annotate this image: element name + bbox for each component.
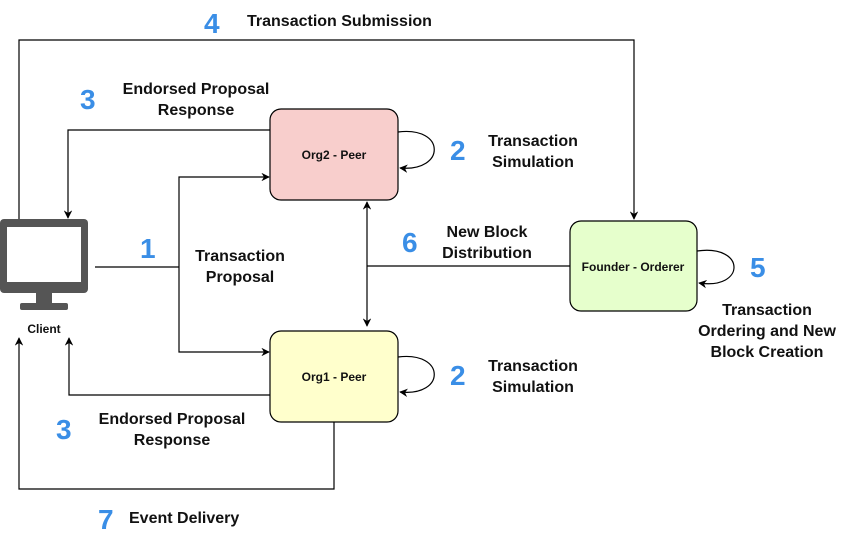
loop-orderer-ordering <box>696 249 735 289</box>
step-4-label: Transaction Submission <box>247 13 432 30</box>
step-3-top-label-line1: Endorsed Proposal <box>123 81 270 98</box>
monitor-screen <box>7 227 81 282</box>
orderer-label: Founder - Orderer <box>582 260 685 274</box>
step-1-label-line2: Proposal <box>206 269 274 286</box>
step-3-bottom-number: 3 <box>56 414 72 445</box>
step-3-bottom-label-line1: Endorsed Proposal <box>99 411 246 428</box>
monitor-icon <box>0 219 88 310</box>
step-6-label-line2: Distribution <box>442 245 532 262</box>
edge-endorsed-response-org1 <box>64 337 270 396</box>
monitor-neck <box>36 293 52 303</box>
org1-peer-box <box>269 330 399 423</box>
step-2-org1-label-line1: Transaction <box>488 358 578 375</box>
monitor-stand <box>20 303 68 310</box>
step-2-org1-label-line2: Simulation <box>492 379 574 396</box>
org2-peer-node[interactable]: Org2 - Peer <box>269 108 399 201</box>
edge-proposal-to-org2 <box>178 172 270 267</box>
orderer-node[interactable]: Founder - Orderer <box>569 220 698 312</box>
edge-event-delivery <box>14 337 335 490</box>
org2-peer-label: Org2 - Peer <box>302 148 367 162</box>
step-2-org1-number: 2 <box>450 360 466 391</box>
org1-peer-label: Org1 - Peer <box>302 370 367 384</box>
step-3-top-number: 3 <box>80 84 96 115</box>
step-7-number: 7 <box>98 504 114 535</box>
orderer-box <box>569 220 698 312</box>
step-6-label-line1: New Block <box>447 224 528 241</box>
org2-peer-box <box>269 108 399 201</box>
step-1-number: 1 <box>140 233 156 264</box>
step-5-label-line2: Ordering and New <box>698 323 836 340</box>
step-7-label: Event Delivery <box>129 510 239 527</box>
step-1-label-line1: Transaction <box>195 248 285 265</box>
org1-peer-node[interactable]: Org1 - Peer <box>269 330 399 423</box>
step-4-number: 4 <box>204 8 220 39</box>
edge-proposal-to-org1 <box>178 267 270 357</box>
edge-transaction-submission <box>18 39 639 220</box>
client-label: Client <box>27 322 60 336</box>
step-5-number: 5 <box>750 252 766 283</box>
step-2-org2-number: 2 <box>450 135 466 166</box>
step-3-bottom-label-line2: Response <box>134 432 211 449</box>
step-3-top-label-line2: Response <box>158 102 235 119</box>
loop-org1-simulation <box>397 355 435 397</box>
step-5-label-line3: Block Creation <box>711 344 824 361</box>
step-2-org2-label-line2: Simulation <box>492 154 574 171</box>
step-6-number: 6 <box>402 227 418 258</box>
edge-endorsed-response-org2 <box>63 129 270 219</box>
step-5-label-line1: Transaction <box>722 302 812 319</box>
step-2-org2-label-line1: Transaction <box>488 133 578 150</box>
loop-org2-simulation <box>397 130 435 173</box>
client-node[interactable]: Client <box>0 219 88 336</box>
